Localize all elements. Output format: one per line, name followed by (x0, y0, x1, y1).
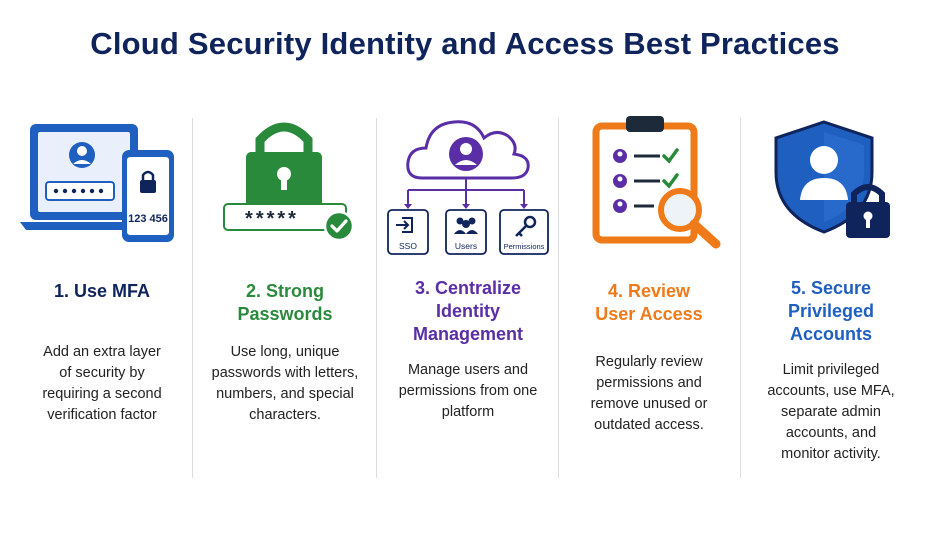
column-divider (192, 118, 193, 478)
description-line: accounts, use MFA, (767, 383, 895, 399)
practice-description: Use long, unique passwords with letters,… (200, 342, 370, 426)
description-line: verification factor (47, 407, 157, 423)
description-line: outdated access. (594, 417, 704, 433)
heading-line: Management (412, 324, 524, 344)
practice-description: Regularly review permissions and remove … (564, 352, 734, 436)
permissions-label: Permissions (504, 242, 545, 251)
heading-line: User Access (595, 304, 703, 324)
heading-line: 1. Use MFA (53, 281, 151, 301)
description-line: permissions from one (398, 383, 538, 399)
practice-heading: 1. Use MFA (16, 280, 188, 303)
column-divider (558, 118, 559, 478)
description-line: Use long, unique (230, 344, 340, 360)
phone-code: 123 456 (128, 213, 168, 225)
practice-heading: 4. Review User Access (564, 280, 734, 326)
heading-line: 4. Review (607, 281, 691, 301)
password-mask: ***** (245, 208, 299, 230)
heading-line: Identity (435, 301, 500, 321)
practice-description: Add an extra layer of security by requir… (16, 342, 188, 426)
padlock-password-icon: ***** (223, 122, 355, 242)
description-line: Regularly review (595, 354, 703, 370)
cloud-identity-icon: SSO Users Permissions (387, 120, 549, 255)
users-label: Users (455, 241, 477, 251)
heading-line: 2. Strong (245, 281, 324, 301)
description-line: passwords with letters, (211, 365, 359, 381)
heading-line: Accounts (789, 324, 872, 344)
description-line: Add an extra layer (43, 344, 161, 360)
practice-description: Manage users and permissions from one pl… (382, 360, 554, 423)
heading-line: 3. Centralize (414, 278, 522, 298)
column-divider (376, 118, 377, 478)
shield-lock-icon (774, 120, 890, 238)
practice-heading: 2. Strong Passwords (200, 280, 370, 326)
column-divider (740, 118, 741, 478)
heading-line: Privileged (787, 301, 875, 321)
practice-description: Limit privileged accounts, use MFA, sepa… (746, 360, 916, 465)
description-line: Limit privileged (782, 362, 880, 378)
description-line: requiring a second (42, 386, 162, 402)
practice-card-mfa: 123 456 1. Use MFA Add an extra layer of… (16, 110, 188, 480)
sso-label: SSO (399, 241, 417, 251)
practice-card-passwords: ***** 2. Strong Passwords Use long, uniq… (200, 110, 370, 480)
description-line: separate admin (781, 404, 881, 420)
practice-heading: 3. Centralize Identity Management (382, 277, 554, 346)
page-title: Cloud Security Identity and Access Best … (90, 26, 840, 61)
description-line: accounts, and (785, 425, 877, 441)
description-line: characters. (249, 407, 321, 423)
practice-heading: 5. Secure Privileged Accounts (746, 277, 916, 346)
clipboard-review-icon (592, 116, 721, 249)
practice-card-identity: SSO Users Permissions 3. Centralize Iden… (382, 110, 554, 480)
practice-card-review: 4. Review User Access Regularly review p… (564, 110, 734, 480)
heading-line: Passwords (237, 304, 333, 324)
description-line: of security by (59, 365, 145, 381)
description-line: Manage users and (407, 362, 529, 378)
description-line: monitor activity. (781, 446, 881, 462)
description-line: remove unused or (590, 396, 708, 412)
description-line: permissions and (596, 375, 702, 391)
description-line: platform (441, 404, 495, 420)
description-line: numbers, and special (216, 386, 354, 402)
practice-card-privileged: 5. Secure Privileged Accounts Limit priv… (746, 110, 916, 480)
heading-line: 5. Secure (790, 278, 872, 298)
laptop-phone-mfa-icon: 123 456 (20, 124, 174, 242)
